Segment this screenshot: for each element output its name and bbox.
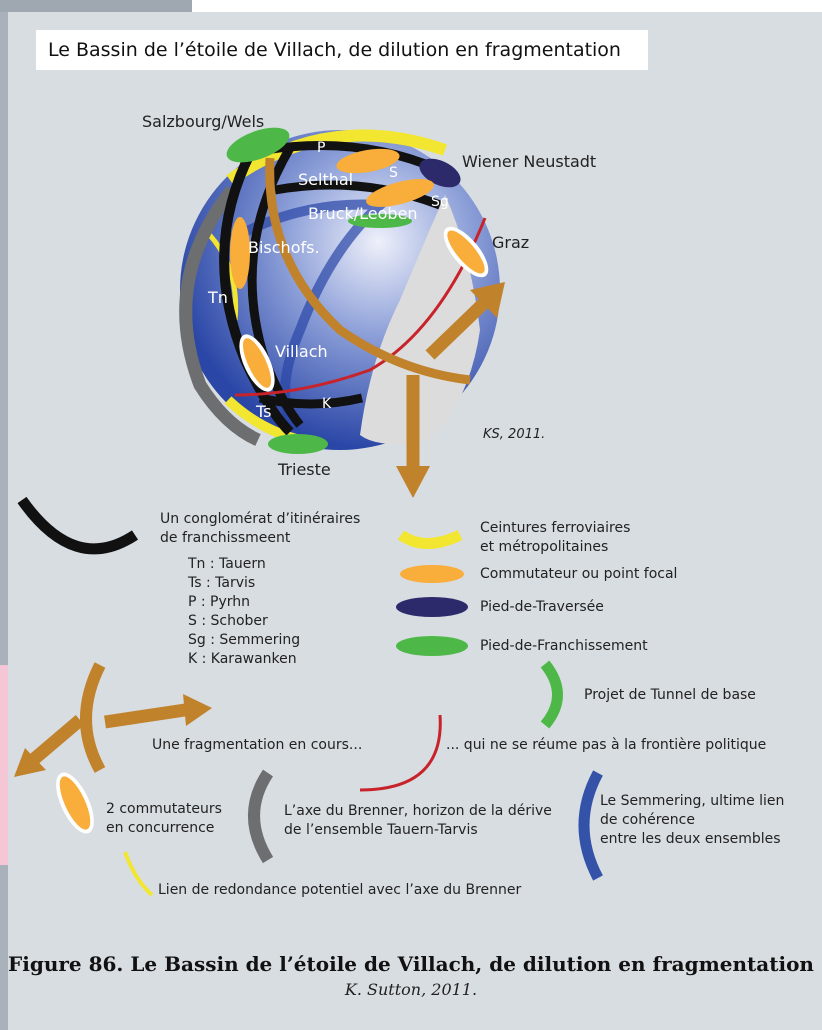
label-tn: Tn [208, 288, 228, 307]
legend-brown-arrow-left-head [14, 748, 46, 777]
legend-black-arc [17, 496, 139, 555]
black-route-selthal [274, 180, 442, 210]
yellow-belt-top [226, 129, 447, 185]
figure-caption: Figure 86. Le Bassin de l’étoile de Vill… [8, 952, 814, 976]
label-credit: KS, 2011. [483, 427, 546, 442]
legend-fragmentation: Une fragmentation en cours... [152, 737, 363, 753]
black-route-k [258, 393, 364, 409]
globe-gray-sector [360, 195, 480, 444]
legend-frontiere: ... qui ne se réume pas à la frontière p… [446, 737, 767, 753]
ellipse-salzbourg [226, 127, 290, 163]
left-pink-bar [0, 665, 8, 865]
ellipse-p [336, 148, 400, 174]
label-trieste: Trieste [278, 460, 331, 479]
legend-green-tunnel-arc [540, 660, 563, 729]
title: Le Bassin de l’étoile de Villach, de dil… [36, 30, 648, 70]
ellipse-bischofs [230, 217, 250, 289]
legend-commutateur [59, 776, 91, 830]
legend-ceintures: Ceintures ferroviaires et métropolitaine… [480, 520, 631, 555]
black-route-1 [219, 147, 294, 436]
legend-green-ellipse [396, 636, 468, 656]
black-route-top [264, 141, 442, 175]
label-k: K [322, 396, 332, 412]
legend-orange-ellipse [400, 565, 464, 583]
legend-semmering: Le Semmering, ultime lien de cohérence e… [600, 793, 785, 847]
brown-arrow-down-head [396, 466, 430, 498]
label-villach: Villach [275, 342, 328, 361]
label-s: S [389, 165, 398, 181]
label-salzbourg: Salzbourg/Wels [142, 112, 265, 131]
yellow-belt-left [203, 228, 239, 321]
label-bischofs: Bischofs. [248, 238, 320, 257]
red-border-line [234, 217, 487, 397]
legend-pied-franchissement: Pied-de-Franchissement [480, 638, 648, 654]
figure-credit: K. Sutton, 2011. [344, 980, 478, 999]
legend-tunnel: Projet de Tunnel de base [584, 687, 756, 703]
legend-brown-arrow-right-head [183, 694, 212, 726]
brown-arrow-graz-head [470, 282, 505, 318]
legend-brown-arc [80, 662, 106, 773]
legend-conglomerat: Un conglomérat d’itinéraires de franchis… [160, 511, 361, 546]
legend-red-arc [359, 714, 442, 792]
legend-blue-arc [578, 770, 603, 881]
legend-gray-arc [248, 769, 274, 864]
ellipse-bruck [348, 214, 412, 228]
legend-navy-ellipse [396, 597, 468, 617]
legend-brenner: L’axe du Brenner, horizon de la dérive d… [284, 803, 552, 838]
label-selthal: Selthal [298, 170, 354, 189]
ellipse-s [366, 179, 434, 207]
gray-arc [179, 185, 261, 446]
brown-arrow-graz-shaft [425, 297, 490, 360]
top-bar-right [192, 0, 822, 12]
legend-codes: Tn : Tauern Ts : Tarvis P : Pyrhn S : Sc… [188, 556, 301, 667]
label-graz: Graz [492, 233, 530, 252]
left-strip [0, 12, 8, 1030]
legend-brown-arrow-left-shaft [28, 715, 85, 765]
label-bruck: Bruck/Leoben [308, 204, 418, 223]
ellipse-wiener-neustadt [419, 158, 461, 188]
legend-brown-arrow-right-shaft [104, 703, 186, 729]
legend-yellow-link [123, 851, 154, 897]
ellipse-trieste [268, 434, 328, 454]
ellipse-villach [242, 338, 272, 388]
top-bar-left [0, 0, 192, 12]
label-wiener-neustadt: Wiener Neustadt [462, 152, 597, 171]
label-sg: Sg [431, 194, 449, 210]
legend-yellow-arc [397, 529, 463, 549]
legend-commutateur-label: Commutateur ou point focal [480, 566, 678, 582]
legend-deux-commutateurs: 2 commutateurs en concurrence [106, 801, 222, 836]
legend-redondance: Lien de redondance potentiel avec l’axe … [158, 882, 522, 898]
legend-pied-traversee: Pied-de-Traversée [480, 599, 604, 615]
ellipse-graz [447, 230, 485, 274]
label-ts: Ts [256, 402, 272, 421]
label-p: P [317, 140, 326, 156]
brown-route [265, 157, 471, 385]
globe-blue-band [227, 199, 393, 443]
